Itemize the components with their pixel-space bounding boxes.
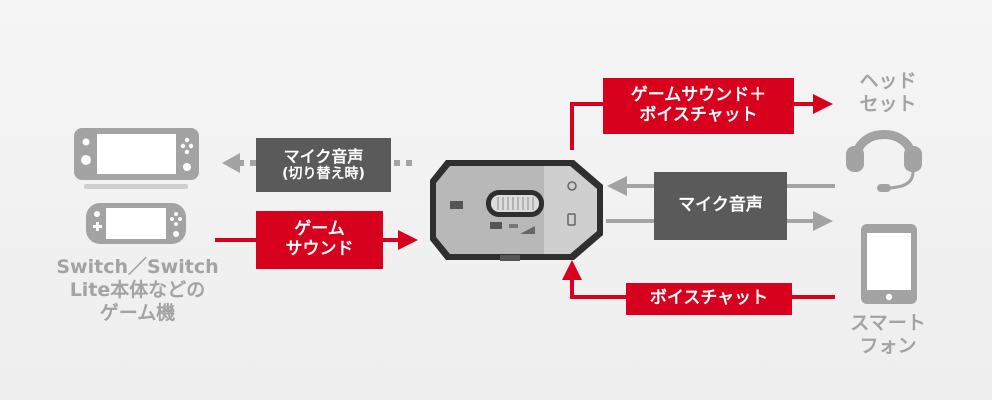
headset-icon — [846, 130, 922, 192]
game-sound-line-1: ゲーム — [294, 219, 345, 240]
headset-label: ヘッド セット — [859, 70, 917, 115]
game-sound-box: ゲーム サウンド — [256, 211, 383, 269]
switch-lite-icon — [86, 203, 186, 244]
mic-audio-switch-line-2: (切り替え時) — [282, 166, 365, 183]
phone-label: スマート フォン — [850, 312, 926, 357]
smartphone-icon — [861, 224, 917, 304]
left-device-label: Switch／Switch Lite本体などの ゲーム機 — [56, 256, 219, 324]
game-sound-voice-chat-box: ゲームサウンド＋ ボイスチャット — [603, 78, 794, 134]
game-sound-voice-chat-line-1: ゲームサウンド＋ — [630, 85, 767, 106]
voice-chat-label: ボイスチャット — [649, 288, 769, 309]
mic-audio-switch-box: マイク音声 (切り替え時) — [256, 138, 391, 192]
mic-audio-label: マイク音声 — [678, 195, 763, 216]
mic-audio-box: マイク音声 — [654, 172, 787, 240]
voice-chat-box: ボイスチャット — [626, 283, 792, 315]
mic-audio-switch-line-1: マイク音声 — [283, 146, 364, 166]
game-sound-line-2: サウンド — [285, 239, 354, 259]
audio-mixer-device-icon — [430, 160, 603, 261]
switch-console-icon — [74, 128, 199, 189]
game-sound-voice-chat-line-2: ボイスチャット — [639, 105, 758, 125]
